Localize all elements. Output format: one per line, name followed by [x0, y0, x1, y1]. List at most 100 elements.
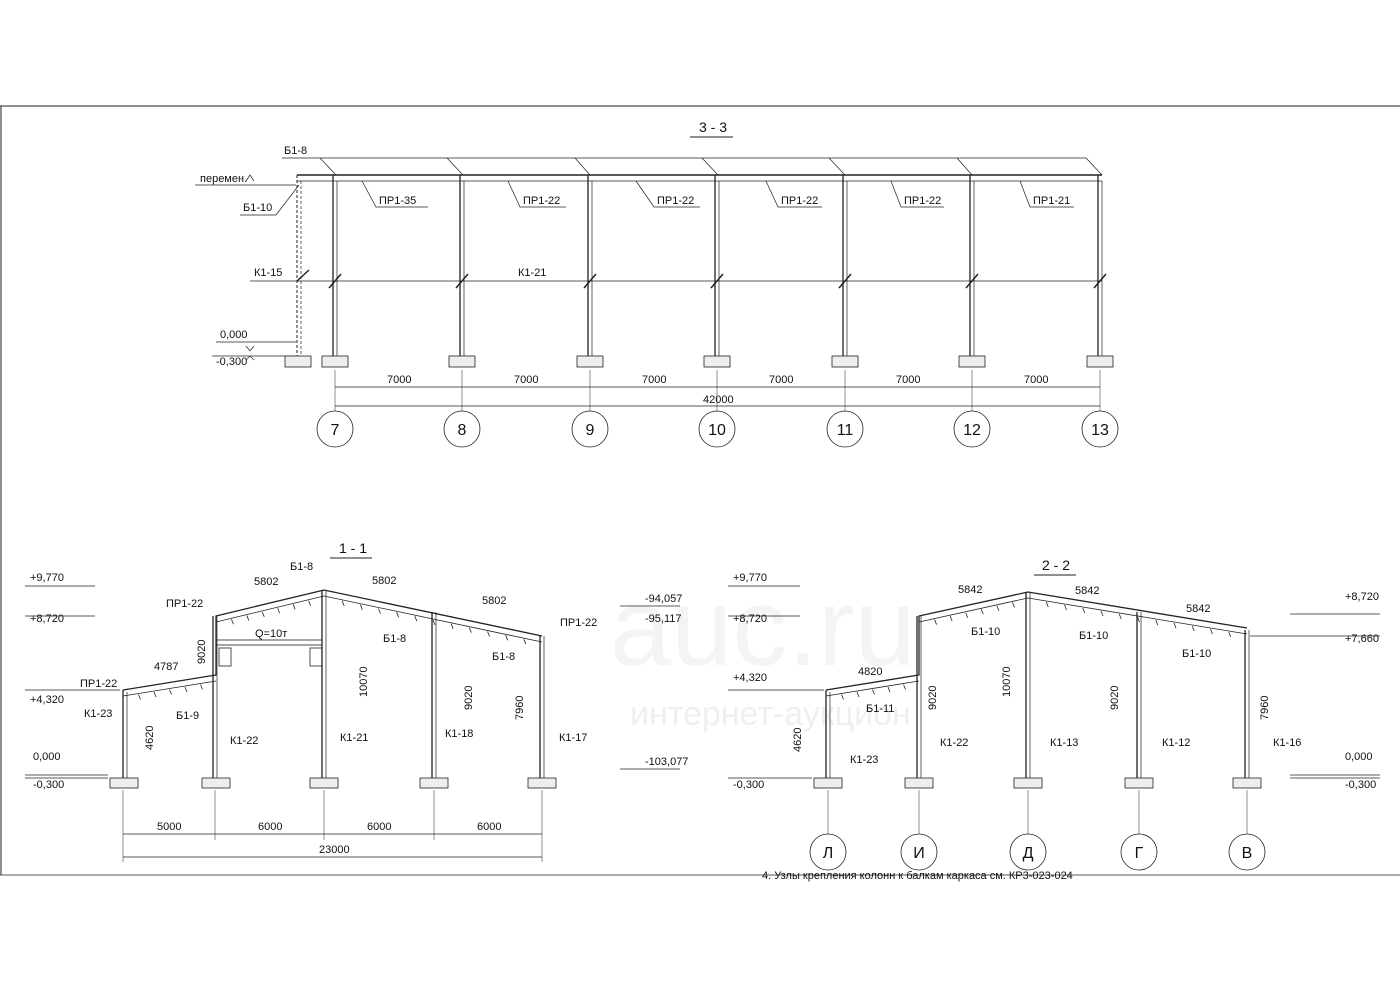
s33-column-label-1: К1-15 [254, 267, 282, 279]
s22-rafter-length: 5842 [1186, 603, 1210, 615]
s33-purlin-label: ПР1-22 [781, 195, 818, 207]
s11-purlin-tick [487, 631, 490, 637]
s11-level: +9,770 [30, 572, 64, 584]
s33-axis-bubble [571, 410, 609, 448]
s22-height-dim: 7960 [1259, 696, 1271, 720]
s22-purlin-tick [887, 686, 891, 693]
s22-purlin-tick [965, 612, 969, 618]
s11-purlin-tick [396, 612, 400, 618]
s22-level: +9,770 [733, 572, 767, 584]
s33-purlin-label: ПР1-22 [523, 195, 560, 207]
s11-purlin-tick [184, 686, 188, 693]
s22-height-dim: 9020 [1109, 686, 1121, 710]
s11-span-dim: 5000 [157, 821, 181, 833]
s33-column-foot [448, 355, 476, 368]
s33-purlin-label: ПР1-35 [379, 195, 416, 207]
s33-axis-bubble [1081, 410, 1119, 448]
s11-purlin-label: ПР1-22 [560, 617, 597, 629]
s22-right-level: +7,660 [1345, 633, 1379, 645]
s11-level: +4,320 [30, 694, 64, 706]
watermark-text: интернет-аукцион [630, 695, 911, 733]
s11-column-label: К1-18 [445, 728, 473, 740]
s22-purlin-tick [1191, 625, 1195, 632]
s33-column-foot [831, 355, 859, 368]
section-2-2: 2 - 2 +9,770 +8,720 +4,320 -0,300 +8,720 [728, 557, 1380, 882]
s11-purlin-tick [169, 689, 172, 695]
s11-beam-label: Б1-8 [383, 633, 406, 645]
s11-right-level: -95,117 [645, 613, 682, 625]
s33-axis-bubble [443, 410, 481, 448]
s33-column-foot [284, 355, 312, 368]
section-2-2-title: 2 - 2 [1042, 557, 1070, 573]
s22-level: +8,720 [733, 613, 767, 625]
s22-purlin-tick [1082, 607, 1086, 614]
s33-top-beam-label: Б1-8 [284, 145, 307, 157]
watermark-logo: auc.ru [610, 566, 916, 689]
s33-column-foot [958, 355, 986, 368]
s22-purlin-tick [1228, 631, 1232, 638]
s11-height-dim: 9020 [463, 686, 475, 710]
s11-level: +8,720 [30, 613, 64, 625]
s11-span-dim: 6000 [367, 821, 391, 833]
s11-purlin-tick [138, 694, 141, 700]
s11-purlin-tick [523, 639, 527, 645]
s22-axis-bubble [1228, 833, 1266, 871]
s11-purlin-tick [450, 623, 454, 629]
s22-purlin-tick [949, 615, 953, 622]
section-3-3: 3 - 3 Б1-8 перемен. Б1-10 0,000 -0,300 К… [195, 119, 1119, 448]
s11-purlin-tick [153, 691, 157, 698]
s11-purlin-tick [261, 611, 265, 618]
s22-purlin-tick [903, 684, 906, 690]
s22-axis-bubble [809, 833, 847, 871]
s33-column-foot [576, 355, 604, 368]
s33-span-dim: 7000 [769, 374, 793, 386]
s11-right-level: -103,077 [645, 756, 688, 768]
s22-purlin-tick [1100, 610, 1104, 617]
s33-axis-bubble [316, 410, 354, 448]
s22-height-dim: 9020 [927, 686, 939, 710]
s33-column-foot [321, 355, 349, 368]
s22-column-label: К1-12 [1162, 737, 1190, 749]
s33-axis-label: 12 [963, 422, 981, 439]
s11-column-label: К1-22 [230, 735, 258, 747]
s22-purlin-tick [1155, 619, 1159, 626]
s11-height-dim: 7960 [514, 696, 526, 720]
s22-axis-label: И [913, 845, 925, 862]
section-1-1: 1 - 1 Q=10т +9,770 +8,720 [25, 540, 688, 862]
s22-rafter-length: 4820 [858, 666, 882, 678]
s22-rafter-length: 5842 [958, 584, 982, 596]
s22-purlin-tick [1118, 613, 1122, 620]
s22-beam-label: Б1-11 [866, 703, 894, 715]
s22-note: 4. Узлы крепления колонн к балкам каркас… [762, 870, 1073, 882]
s11-rafter-length: 5802 [254, 576, 278, 588]
s22-column-label: К1-13 [1050, 737, 1078, 749]
s11-span-dim: 6000 [258, 821, 282, 833]
s33-level-top: перемен. [200, 173, 247, 185]
s11-purlin-tick [432, 619, 436, 626]
s22-axis-bubble [900, 833, 938, 871]
s11-purlin-tick [292, 604, 296, 610]
s33-axis-bubble [826, 410, 864, 448]
s33-column-label-2: К1-21 [518, 267, 546, 279]
s22-height-dim: 10070 [1001, 666, 1013, 697]
s11-crane-label: Q=10т [255, 628, 287, 640]
s11-column-label: К1-17 [559, 732, 587, 744]
s22-column-label: К1-23 [850, 754, 878, 766]
s11-beam-label: Б1-8 [492, 651, 515, 663]
s22-axis-bubble [1120, 833, 1158, 871]
s22-purlin-tick [1064, 604, 1067, 611]
s22-height-dim: 4620 [792, 728, 804, 752]
s33-span-dim: 7000 [387, 374, 411, 386]
s22-purlin-tick [934, 619, 937, 625]
s11-purlin-tick [505, 635, 509, 641]
s22-right-level: -0,300 [1345, 779, 1376, 791]
s33-axis-label: 9 [586, 422, 595, 439]
s33-level-zero: 0,000 [220, 329, 248, 341]
s33-brace-tick [583, 273, 597, 289]
s11-height-dim: 10070 [358, 666, 370, 697]
s33-axis-label: 8 [458, 422, 467, 439]
s22-purlin-tick [1045, 601, 1049, 608]
s33-brace-tick [1093, 273, 1107, 289]
s33-column-foot [703, 355, 731, 368]
s22-level: -0,300 [733, 779, 764, 791]
